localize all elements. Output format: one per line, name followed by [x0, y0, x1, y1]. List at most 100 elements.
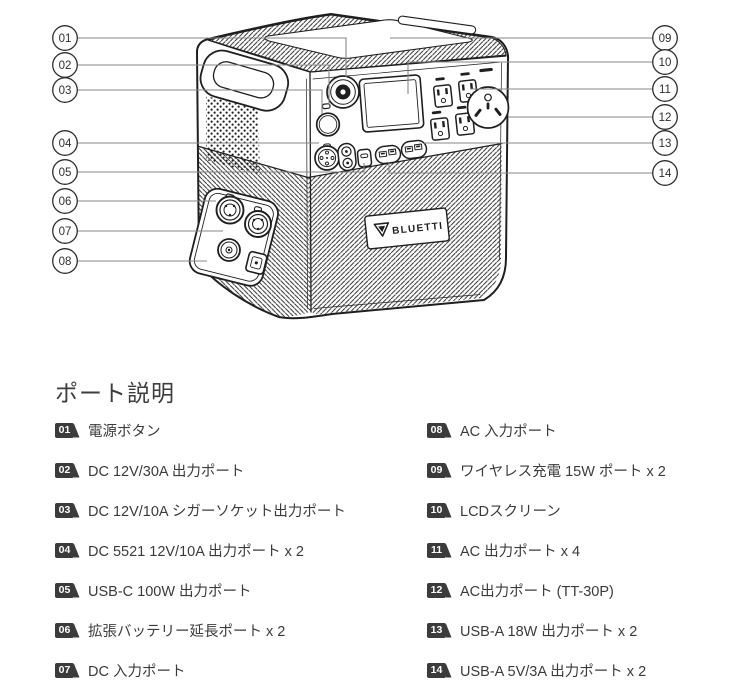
port-item-03: 03 DC 12V/10A シガーソケット出力ポート [55, 490, 395, 530]
port-label: AC 入力ポート [460, 423, 557, 440]
port-number-badge: 06 [55, 622, 80, 638]
port-label: 電源ボタン [88, 423, 161, 440]
usb-a-ports-5v3a [374, 144, 402, 165]
callout-13: 13 [652, 130, 678, 156]
callout-08: 08 [52, 248, 78, 274]
badge-tail-shape [445, 542, 452, 558]
svg-text:09: 09 [659, 33, 672, 45]
bluetti-logo-icon [373, 222, 390, 237]
callout-01: 01 [52, 25, 78, 51]
badge-tail-shape [445, 502, 452, 518]
port-item-08: 08 AC 入力ポート [427, 410, 727, 450]
port-item-10: 10 LCDスクリーン [427, 490, 727, 530]
port-item-14: 14 USB-A 5V/3A 出力ポート x 2 [427, 650, 727, 690]
port-number-badge: 01 [55, 422, 80, 438]
port-label: AC出力ポート (TT-30P) [460, 583, 614, 600]
svg-text:01: 01 [59, 33, 72, 45]
vent-grid [206, 96, 260, 175]
svg-text:13: 13 [659, 138, 672, 150]
svg-text:02: 02 [59, 60, 72, 72]
port-item-11: 11 AC 出力ポート x 4 [427, 530, 727, 570]
carry-handle [199, 49, 290, 112]
port-label: ワイヤレス充電 15W ポート x 2 [460, 463, 666, 480]
port-number-badge: 14 [427, 662, 452, 678]
callout-14: 14 [652, 160, 678, 186]
cigarette-socket-port [315, 112, 341, 137]
side-port-panel [188, 187, 279, 287]
port-label: AC 出力ポート x 4 [460, 543, 581, 560]
callout-11: 11 [652, 76, 678, 102]
svg-text:07: 07 [59, 226, 72, 238]
usb-a-ports-18w [400, 139, 428, 160]
badge-tail-shape [445, 582, 452, 598]
wireless-pad-slot [397, 15, 477, 35]
svg-text:10: 10 [659, 57, 672, 69]
port-label: DC 入力ポート [88, 663, 186, 680]
bluetti-logo: BLUETTI [364, 207, 450, 250]
port-number-badge: 11 [427, 542, 452, 558]
port-item-06: 06 拡張バッテリー延長ポート x 2 [55, 610, 395, 650]
lcd-screen [358, 74, 425, 133]
tt30p-outlet [466, 67, 510, 129]
svg-text:11: 11 [659, 84, 671, 96]
port-item-09: 09 ワイヤレス充電 15W ポート x 2 [427, 450, 727, 490]
callout-bubbles: 01 02 03 04 05 06 07 08 09 10 11 12 13 1… [52, 25, 678, 274]
device-illustration: BLUETTI 01 02 03 04 05 06 07 08 09 10 11… [52, 13, 678, 320]
top-wireless-charging-area [208, 14, 507, 73]
badge-tail-shape [73, 422, 80, 438]
port-number-badge: 03 [55, 502, 80, 518]
svg-text:12: 12 [659, 112, 672, 124]
callout-03: 03 [52, 77, 78, 103]
ac-input-port [245, 250, 268, 275]
callout-04: 04 [52, 130, 78, 156]
port-number-badge: 05 [55, 582, 80, 598]
power-button [326, 75, 360, 109]
expansion-battery-port-1 [215, 193, 245, 225]
port-number-badge: 10 [427, 502, 452, 518]
badge-tail-shape [445, 422, 452, 438]
port-number-badge: 09 [427, 462, 452, 478]
port-item-04: 04 DC 5521 12V/10A 出力ポート x 2 [55, 530, 395, 570]
badge-tail-shape [73, 462, 80, 478]
port-number-badge: 13 [427, 622, 452, 638]
port-label: 拡張バッテリー延長ポート x 2 [88, 623, 286, 640]
callout-12: 12 [652, 104, 678, 130]
badge-tail-shape [73, 542, 80, 558]
front-panel: BLUETTI [314, 67, 510, 250]
svg-text:03: 03 [59, 85, 72, 97]
port-label: DC 12V/30A 出力ポート [88, 463, 245, 480]
callout-06: 06 [52, 188, 78, 214]
port-number-badge: 04 [55, 542, 80, 558]
svg-text:06: 06 [59, 196, 72, 208]
callout-leader-lines [77, 37, 653, 262]
badge-tail-shape [73, 662, 80, 678]
usb-c-port [356, 148, 373, 168]
svg-text:14: 14 [659, 168, 672, 180]
expansion-battery-port-2 [244, 206, 272, 238]
svg-text:05: 05 [59, 167, 72, 179]
port-label: DC 12V/10A シガーソケット出力ポート [88, 503, 346, 520]
port-item-07: 07 DC 入力ポート [55, 650, 395, 690]
port-number-badge: 07 [55, 662, 80, 678]
svg-text:08: 08 [59, 256, 72, 268]
dc5521-ports [337, 142, 357, 172]
callout-10: 10 [652, 49, 678, 75]
badge-tail-shape [445, 462, 452, 478]
wireless-pad-recess [264, 19, 473, 59]
port-label: LCDスクリーン [460, 503, 561, 520]
port-label: DC 5521 12V/10A 出力ポート x 2 [88, 543, 304, 560]
badge-tail-shape [73, 582, 80, 598]
port-label: USB-A 5V/3A 出力ポート x 2 [460, 663, 647, 680]
callout-02: 02 [52, 52, 78, 78]
badge-tail-shape [73, 622, 80, 638]
svg-text:04: 04 [59, 138, 72, 150]
port-number-badge: 12 [427, 582, 452, 598]
port-label: USB-A 18W 出力ポート x 2 [460, 623, 638, 640]
port-label: USB-C 100W 出力ポート [88, 583, 252, 600]
badge-tail-shape [445, 662, 452, 678]
port-item-01: 01 電源ボタン [55, 410, 395, 450]
bluetti-logo-text: BLUETTI [392, 221, 444, 237]
callout-07: 07 [52, 218, 78, 244]
port-item-12: 12 AC出力ポート (TT-30P) [427, 570, 727, 610]
